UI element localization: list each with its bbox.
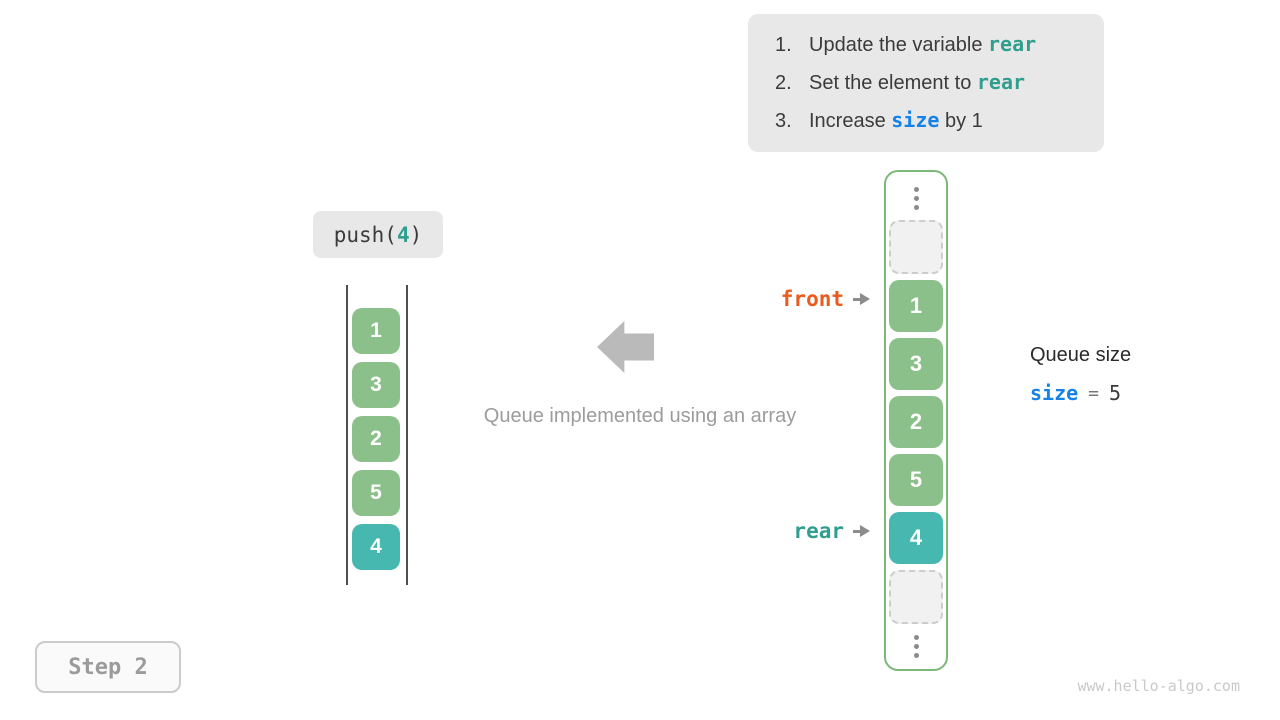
array-container: 1 3 2 5 4 [884, 170, 948, 671]
array-cell: 5 [889, 454, 943, 506]
stack-cell: 5 [352, 470, 400, 516]
left-stack: 1 3 2 5 4 [352, 308, 400, 570]
push-prefix: push( [333, 222, 397, 247]
ellipsis-icon [913, 630, 919, 662]
push-argument: 4 [396, 222, 410, 247]
stack-rail-right [406, 285, 408, 585]
queue-size-title: Queue size [1030, 344, 1132, 366]
push-suffix: ) [409, 222, 423, 247]
front-pointer-label: front [780, 287, 844, 311]
array-cell: 3 [889, 338, 943, 390]
instruction-item: 3.Increase size by 1 [775, 108, 983, 132]
array-cell-empty [889, 570, 943, 624]
ellipsis-icon [913, 182, 919, 214]
watermark: www.hello-algo.com [1077, 677, 1240, 695]
array-cell: 2 [889, 396, 943, 448]
instructions-panel: 1.Update the variable rear 2.Set the elem… [748, 14, 1104, 152]
array-cell: 1 [889, 280, 943, 332]
array-cell-empty [889, 220, 943, 274]
rear-arrow-icon [853, 525, 870, 537]
stack-cell: 4 [352, 524, 400, 570]
front-arrow-icon [853, 293, 870, 305]
queue-size-expression: size = 5 [1030, 381, 1121, 405]
array-cell: 4 [889, 512, 943, 564]
equals-sign: = [1088, 382, 1100, 404]
flow-arrow-icon [597, 321, 654, 373]
caption: Queue implemented using an array [483, 405, 797, 427]
front-pointer: front [760, 285, 870, 313]
size-value: 5 [1109, 381, 1122, 405]
rear-pointer-label: rear [793, 519, 844, 543]
size-variable: size [1030, 381, 1079, 405]
stack-cell: 3 [352, 362, 400, 408]
push-operation-label: push(4) [313, 211, 443, 258]
instruction-item: 2.Set the element to rear [775, 70, 1026, 94]
rear-pointer: rear [760, 517, 870, 545]
stack-cell: 1 [352, 308, 400, 354]
stack-cell: 2 [352, 416, 400, 462]
instruction-item: 1.Update the variable rear [775, 32, 1037, 56]
stack-rail-left [346, 285, 348, 585]
step-badge: Step 2 [35, 641, 181, 693]
